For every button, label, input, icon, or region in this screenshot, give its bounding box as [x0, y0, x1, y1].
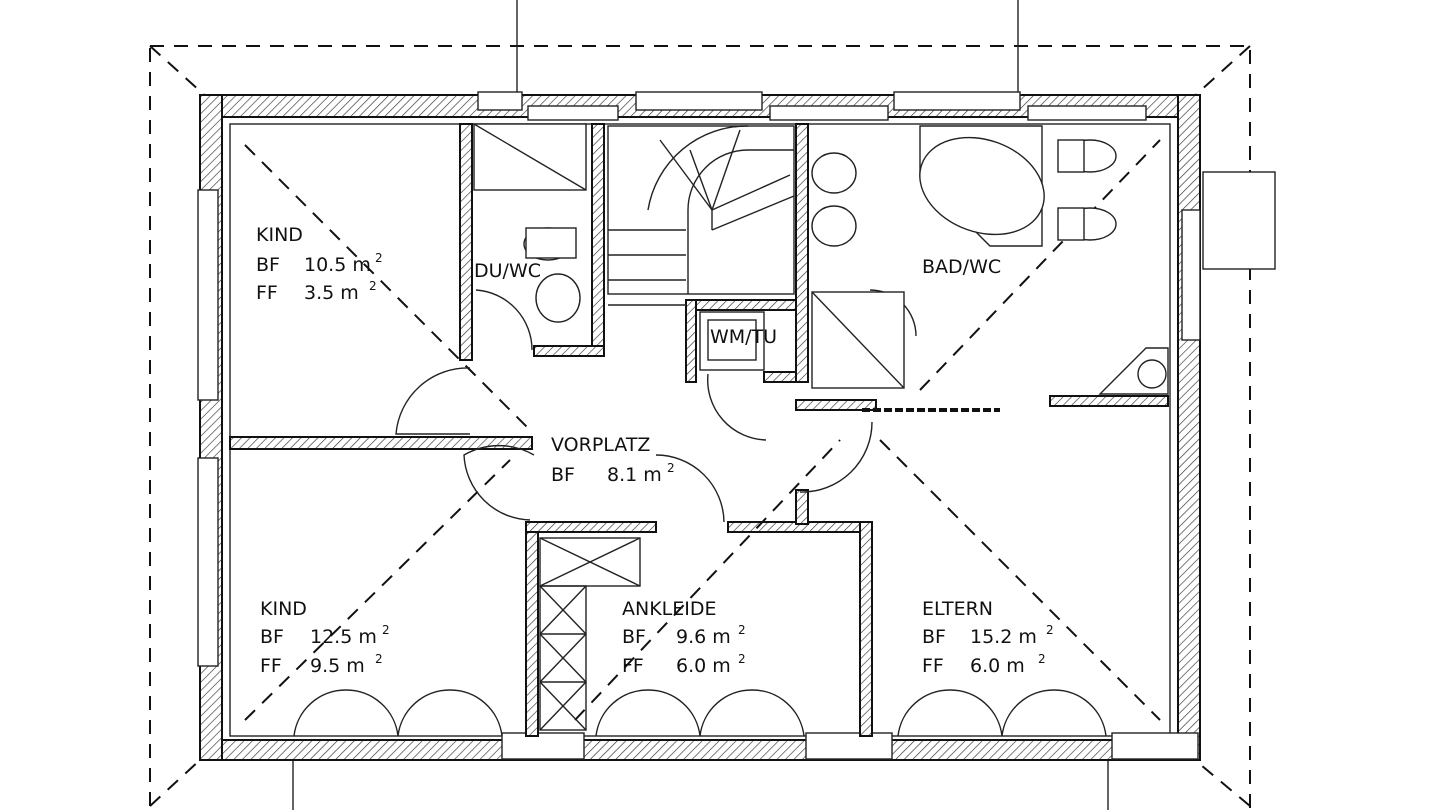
bf-value: 10.5 m — [304, 254, 371, 276]
ff-value: 6.0 m — [970, 655, 1025, 677]
ff-label: FF — [622, 655, 644, 677]
svg-text:2: 2 — [369, 279, 377, 293]
ff-value: 6.0 m — [676, 655, 731, 677]
roof-outline — [149, 0, 1251, 810]
ff-label: FF — [922, 655, 944, 677]
room-eltern: ELTERN BF 15.2 m 2 FF 6.0 m 2 — [922, 598, 1054, 677]
room-name: ELTERN — [922, 598, 993, 620]
room-du-wc: DU/WC — [474, 260, 541, 282]
ff-value: 9.5 m — [310, 655, 365, 677]
doors — [395, 289, 917, 523]
sanitary-fixtures — [473, 123, 1169, 395]
room-wm-tu: WM/TU — [710, 326, 777, 348]
svg-text:2: 2 — [1046, 623, 1054, 637]
bf-label: BF — [551, 464, 575, 486]
wardrobe-units — [539, 537, 641, 731]
svg-text:2: 2 — [382, 623, 390, 637]
bf-value: 15.2 m — [970, 626, 1037, 648]
interior-walls — [229, 123, 1169, 737]
ff-label: FF — [260, 655, 282, 677]
svg-text:2: 2 — [1038, 652, 1046, 666]
ff-label: FF — [256, 282, 278, 304]
ff-value: 3.5 m — [304, 282, 359, 304]
room-name: KIND — [256, 224, 303, 246]
room-ankleide: ANKLEIDE BF 9.6 m 2 FF 6.0 m 2 — [622, 598, 746, 677]
bf-value: 8.1 m — [607, 464, 662, 486]
bf-value: 12.5 m — [310, 626, 377, 648]
bf-value: 9.6 m — [676, 626, 731, 648]
bf-label: BF — [922, 626, 946, 648]
room-kind-2: KIND BF 12.5 m 2 FF 9.5 m 2 — [260, 598, 390, 677]
svg-text:2: 2 — [667, 461, 675, 475]
bf-label: BF — [260, 626, 284, 648]
bf-label: BF — [622, 626, 646, 648]
svg-text:2: 2 — [375, 652, 383, 666]
svg-text:2: 2 — [738, 652, 746, 666]
room-name: ANKLEIDE — [622, 598, 717, 620]
room-vorplatz: VORPLATZ BF 8.1 m 2 — [551, 434, 675, 486]
room-diagonals — [244, 139, 1161, 721]
room-kind-1: KIND BF 10.5 m 2 FF 3.5 m 2 — [256, 224, 383, 304]
window-swings — [293, 689, 1107, 737]
chimney-box — [1202, 171, 1276, 270]
svg-text:2: 2 — [738, 623, 746, 637]
room-name: VORPLATZ — [551, 434, 650, 456]
room-bad-wc: BAD/WC — [922, 256, 1001, 278]
svg-text:2: 2 — [375, 251, 383, 265]
bf-label: BF — [256, 254, 280, 276]
room-name: KIND — [260, 598, 307, 620]
staircase — [607, 125, 795, 306]
windows — [197, 91, 1201, 760]
